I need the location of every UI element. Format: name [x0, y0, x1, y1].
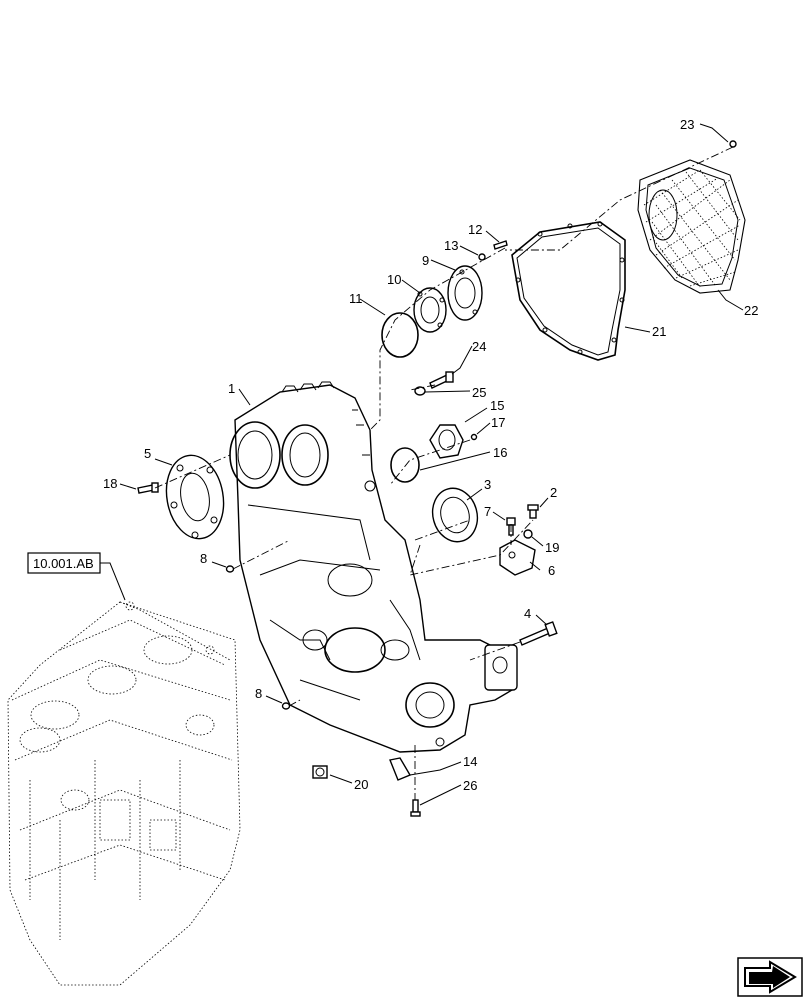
dowel-8-lower	[281, 702, 291, 710]
callout-20[interactable]: 20	[354, 777, 368, 792]
callout-17[interactable]: 17	[491, 415, 505, 430]
callout-24[interactable]: 24	[472, 339, 486, 354]
callout-25[interactable]: 25	[472, 385, 486, 400]
callout-16[interactable]: 16	[493, 445, 507, 460]
callout-18[interactable]: 18	[103, 476, 117, 491]
assembly-lines	[154, 146, 734, 800]
callout-14[interactable]: 14	[463, 754, 477, 769]
plug-17	[470, 433, 478, 441]
callout-8-upper[interactable]: 8	[200, 551, 207, 566]
callout-10[interactable]: 10	[387, 272, 401, 287]
callout-21[interactable]: 21	[652, 324, 666, 339]
callout-9[interactable]: 9	[422, 253, 429, 268]
bolt-4	[519, 621, 558, 646]
o-ring-16	[390, 447, 420, 483]
callout-13[interactable]: 13	[444, 238, 458, 253]
callout-1[interactable]: 1	[228, 381, 235, 396]
plug-20	[312, 765, 328, 779]
seal-ring	[431, 487, 479, 543]
next-page-arrow-icon[interactable]	[737, 957, 803, 997]
plate-14	[389, 757, 412, 781]
engine-block-reference	[7, 601, 241, 986]
cover-15	[429, 424, 464, 459]
callouts: 1 2 3 4 5 6 7 8 8 9 10 11 12 13 14 15 16…	[103, 117, 758, 793]
cover-9	[447, 265, 483, 321]
callout-26[interactable]: 26	[463, 778, 477, 793]
gasket-21	[511, 221, 626, 361]
bolt-18	[137, 482, 159, 494]
callout-19[interactable]: 19	[545, 540, 559, 555]
washer-25	[414, 386, 426, 396]
dowel-8-upper	[225, 565, 235, 573]
callout-11[interactable]: 11	[349, 291, 363, 306]
callout-15[interactable]: 15	[490, 398, 504, 413]
timing-gear-housing	[229, 381, 518, 753]
reference-leader	[100, 562, 126, 601]
callout-8-lower[interactable]: 8	[255, 686, 262, 701]
callout-22[interactable]: 22	[744, 303, 758, 318]
callout-3[interactable]: 3	[484, 477, 491, 492]
bolt-2	[527, 504, 539, 519]
leader-lines	[119, 123, 744, 806]
gasket-10	[413, 287, 447, 333]
callout-6[interactable]: 6	[548, 563, 555, 578]
bolt-23	[729, 140, 737, 148]
callout-2[interactable]: 2	[550, 485, 557, 500]
reference-label[interactable]: 10.001.AB	[33, 556, 94, 571]
callout-5[interactable]: 5	[144, 446, 151, 461]
o-ring-11	[381, 312, 419, 358]
bolt-12	[493, 240, 508, 250]
callout-23[interactable]: 23	[680, 117, 694, 132]
washer-19	[523, 529, 533, 539]
callout-12[interactable]: 12	[468, 222, 482, 237]
flange-plate	[165, 454, 225, 540]
nut-13	[478, 253, 486, 261]
callout-7[interactable]: 7	[484, 504, 491, 519]
callout-4[interactable]: 4	[524, 606, 531, 621]
cover-22	[637, 159, 746, 294]
bolt-26	[410, 799, 421, 817]
bracket-6	[499, 539, 536, 576]
